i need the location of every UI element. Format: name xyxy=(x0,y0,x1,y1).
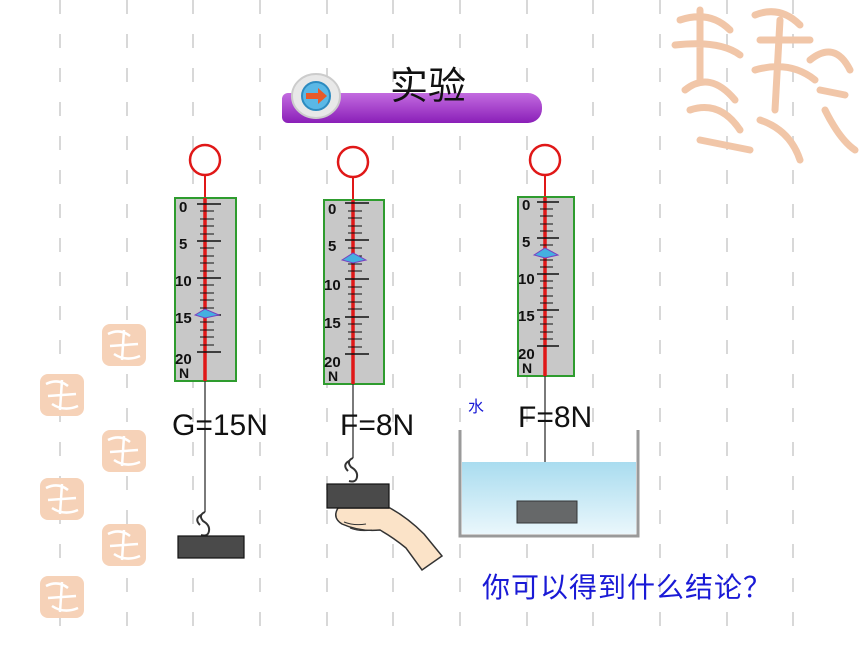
watermark-large xyxy=(671,6,859,164)
scale-ring xyxy=(336,145,370,179)
page-title: 实验 xyxy=(390,64,467,108)
force-water-label: F=8N xyxy=(518,401,593,434)
weight-block xyxy=(177,535,245,559)
scale-tick-label: 10 xyxy=(518,271,535,288)
watermark-stamp-2 xyxy=(40,374,84,416)
hook-icon xyxy=(199,511,211,537)
spring-scale-3: 0 5 10 15 20 N xyxy=(517,143,575,497)
scale-pointer xyxy=(193,308,221,319)
scale-tick-label: 15 xyxy=(175,310,192,327)
force-hand-label: F=8N xyxy=(340,409,415,442)
scale-tick-label: 20 xyxy=(518,346,535,363)
scale-unit: N xyxy=(179,365,189,381)
scale-tick-label: 20 xyxy=(175,351,192,368)
spring-scale-2: 0 5 10 15 20 N xyxy=(323,145,385,483)
scale-unit: N xyxy=(522,360,532,376)
scale-ring xyxy=(188,143,222,177)
hand-icon xyxy=(326,483,444,572)
scale-pointer xyxy=(532,247,560,259)
scale-tick-label: 0 xyxy=(179,199,187,216)
scale-tick-label: 5 xyxy=(179,236,187,253)
scale-ring xyxy=(528,143,562,177)
watermark-stamp-4 xyxy=(40,478,84,520)
scale-tick-label: 10 xyxy=(324,277,341,294)
weight-block xyxy=(326,483,390,509)
scale-tick-label: 0 xyxy=(328,201,336,218)
watermark-stamp-1 xyxy=(102,324,146,366)
scale-tick-label: 15 xyxy=(324,315,341,332)
weight-block xyxy=(516,500,578,524)
scale-tick-label: 15 xyxy=(518,308,535,325)
scale-tick-label: 0 xyxy=(522,197,530,214)
watermark-stamp-6 xyxy=(40,576,84,618)
watermark-stamp-3 xyxy=(102,430,146,472)
water-label: 水 xyxy=(468,397,485,416)
scale-tick-label: 20 xyxy=(324,354,341,371)
scale-tick-label: 5 xyxy=(328,238,336,255)
scale-tick-label: 5 xyxy=(522,234,530,251)
scale-unit: N xyxy=(328,368,338,384)
arrow-circle-icon[interactable] xyxy=(290,72,342,120)
scale-pointer xyxy=(340,252,368,264)
water-tank xyxy=(458,430,640,538)
gravity-label: G=15N xyxy=(172,409,268,442)
scale-tick-label: 10 xyxy=(175,273,192,290)
spring-scale-1: 0 5 10 15 20 N xyxy=(174,143,245,559)
watermark-stamp-5 xyxy=(102,524,146,566)
question-text: 你可以得到什么结论？ xyxy=(482,571,773,604)
